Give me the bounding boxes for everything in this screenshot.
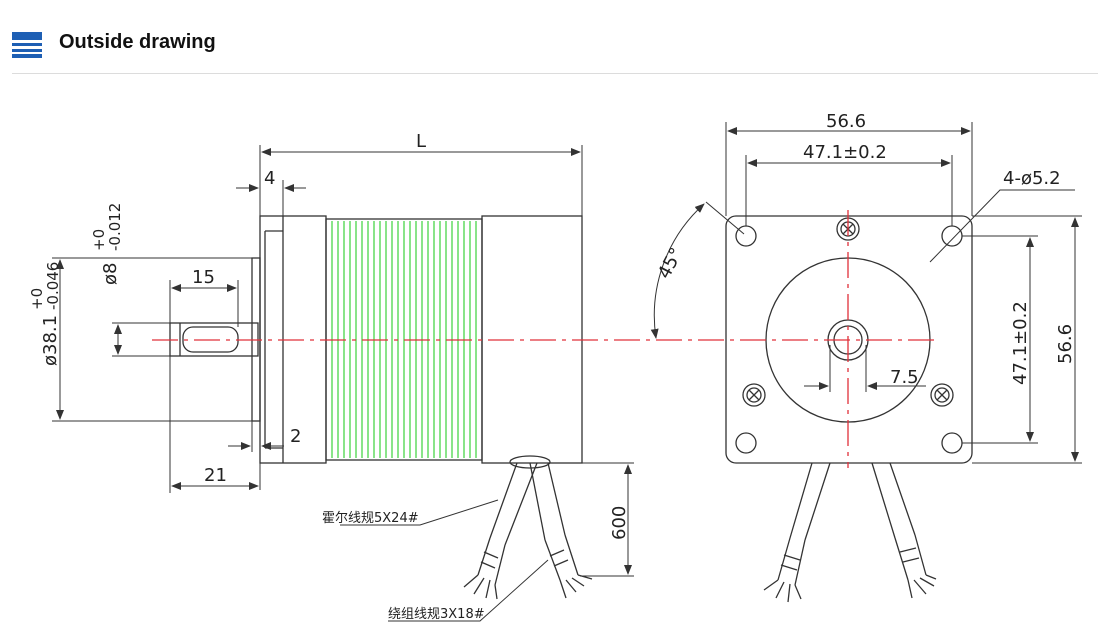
dim-boss-tol-upper: +0 [28, 288, 46, 310]
dim-key-length-label: 15 [192, 267, 215, 288]
screw-left [742, 383, 766, 407]
centerlines [152, 210, 935, 468]
front-view-dimensions [650, 122, 1082, 464]
section-icon [12, 32, 42, 58]
dim-boss-tol-lower: -0.046 [44, 262, 62, 310]
dim-holes-label: 4-ø5.2 [1003, 168, 1061, 189]
dim-shaft-length-label: 21 [204, 465, 227, 486]
winding-cable-note: 绕组线规3X18# [388, 607, 485, 622]
dim-shaft-dia-label: ø8 [100, 263, 121, 285]
dim-boss-height-label: 2 [290, 426, 301, 447]
dim-shaft-tol-lower: -0.012 [106, 203, 124, 251]
dim-boss-dia-group: ø38.1 +0 -0.046 [28, 262, 62, 366]
dim-shaft-dia-group: ø8 +0 -0.012 [90, 203, 124, 285]
page-title: Outside drawing [59, 31, 216, 53]
lead-cables [463, 455, 593, 600]
mount-hole-br [941, 432, 963, 454]
side-view-dimensions [52, 145, 634, 622]
mount-hole-tl [735, 225, 757, 247]
dim-hole-spacing-h-label: 47.1±0.2 [803, 142, 887, 163]
dim-hole-spacing-v-label: 47.1±0.2 [1010, 301, 1031, 385]
front-view [725, 215, 973, 603]
dim-height-label: 56.6 [1055, 324, 1076, 364]
section-header: Outside drawing [12, 26, 1098, 74]
side-view [169, 215, 593, 600]
mount-hole-tr [941, 225, 963, 247]
dim-width-label: 56.6 [826, 111, 866, 132]
mount-hole-bl [735, 432, 757, 454]
hall-cable-note: 霍尔线规5X24# [322, 511, 419, 526]
dim-length-label: L [416, 131, 426, 152]
dim-shaft-flat-label: 7.5 [890, 367, 919, 388]
screw-right [930, 383, 954, 407]
front-flange [725, 215, 973, 464]
dim-boss-dia-label: ø38.1 [40, 315, 61, 366]
dim-flange-thickness-label: 4 [264, 168, 275, 189]
dim-lead-length-label: 600 [609, 506, 630, 540]
front-cables [763, 462, 937, 603]
dim-shaft-tol-upper: +0 [90, 229, 108, 251]
